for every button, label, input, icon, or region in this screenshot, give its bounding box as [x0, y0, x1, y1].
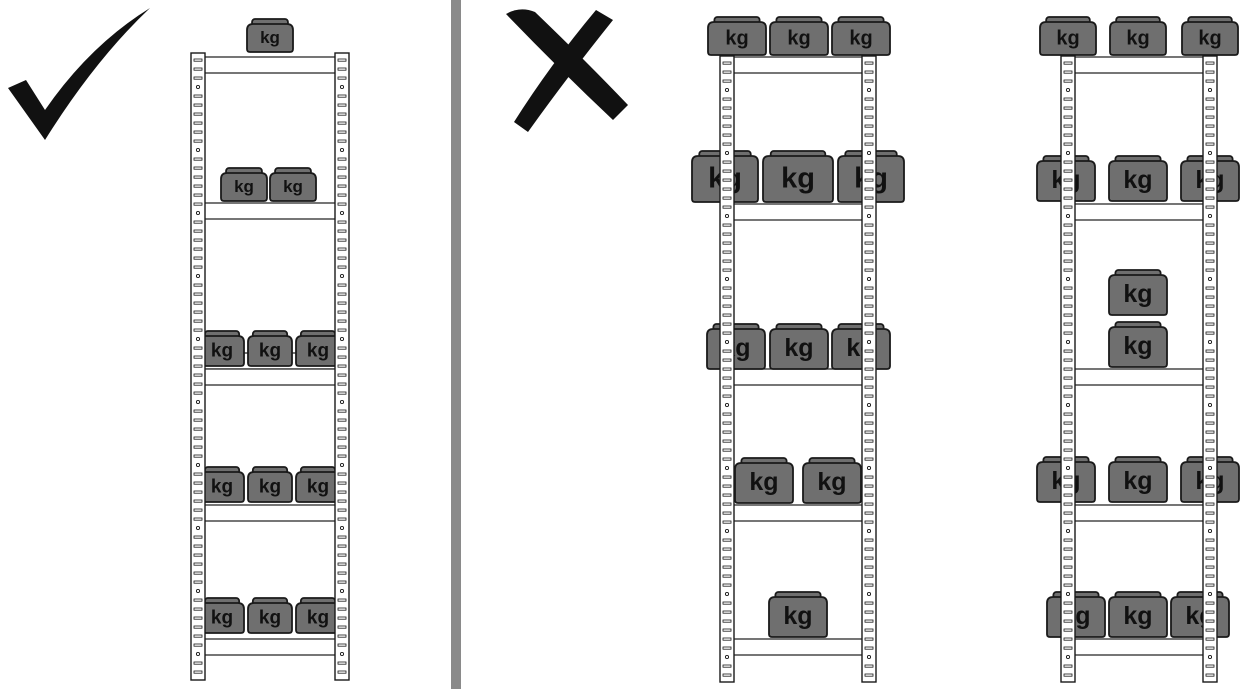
kg-weight: kg: [221, 168, 267, 201]
kg-weight: kg: [1109, 156, 1167, 201]
kg-weight: kg: [296, 598, 340, 633]
kg-weight: kg: [200, 331, 244, 366]
kg-weight: kg: [832, 324, 890, 369]
kg-weight: kg: [1182, 17, 1238, 55]
kg-weight: kg: [769, 592, 827, 637]
kg-weight: kg: [770, 17, 828, 55]
kg-weight: kg: [770, 324, 828, 369]
upright-frame: [1203, 56, 1217, 682]
front-uprights: [191, 53, 1217, 682]
kg-weight: kg: [832, 17, 890, 55]
weight-label: kg: [1198, 27, 1221, 49]
upright-post: [720, 56, 734, 682]
weight-label: kg: [1056, 27, 1079, 49]
weight-label: kg: [781, 162, 815, 194]
shelf-board: [727, 204, 869, 220]
upright-post: [1203, 56, 1217, 682]
shelf-board: [198, 203, 342, 219]
shelf-board: [1068, 369, 1210, 385]
upright-post: [862, 56, 876, 682]
weight-label: kg: [849, 27, 872, 49]
upright-post: [191, 53, 205, 680]
kg-weight: kg: [1109, 270, 1167, 315]
upright-frame: [1061, 56, 1075, 682]
weight-label: kg: [1126, 27, 1149, 49]
kg-weight: kg: [1171, 592, 1229, 637]
cross-icon: [506, 9, 628, 132]
weight-label: kg: [749, 468, 778, 496]
kg-weight: kg: [708, 17, 766, 55]
weight-label: kg: [259, 607, 281, 628]
shelf-board: [727, 57, 869, 73]
upright-frame: [862, 56, 876, 682]
weight-label: kg: [817, 468, 846, 496]
panel-divider: [451, 0, 461, 689]
kg-weight: kg: [1109, 592, 1167, 637]
kg-weight: kg: [270, 168, 316, 201]
weight-label: kg: [211, 340, 233, 361]
check-icon: [8, 8, 150, 140]
weight-label: kg: [307, 607, 329, 628]
upright-frame: [335, 53, 349, 680]
weight-label: kg: [211, 607, 233, 628]
weight-label: kg: [1123, 332, 1152, 360]
upright-frame: [191, 53, 205, 680]
kg-weight: kg: [1110, 17, 1166, 55]
weight-label: kg: [1123, 602, 1152, 630]
weight-label: kg: [259, 340, 281, 361]
shelf-board: [198, 505, 342, 521]
weight-label: kg: [260, 28, 280, 47]
weight-label: kg: [787, 27, 810, 49]
shelf-board: [198, 639, 342, 655]
weight-label: kg: [1123, 166, 1152, 194]
upright-frame: [720, 56, 734, 682]
kg-weight: kg: [707, 324, 765, 369]
weight-label: kg: [283, 177, 303, 196]
kg-weight: kg: [248, 331, 292, 366]
shelf-board: [1068, 639, 1210, 655]
kg-weight: kg: [200, 467, 244, 502]
kg-weight: kg: [735, 458, 793, 503]
shelf-board: [727, 639, 869, 655]
kg-weight: kg: [248, 598, 292, 633]
kg-weight: kg: [763, 151, 833, 202]
kg-weight: kg: [1047, 592, 1105, 637]
weight-label: kg: [1123, 467, 1152, 495]
shelf-board: [198, 369, 342, 385]
weight-label: kg: [234, 177, 254, 196]
weight-label: kg: [211, 476, 233, 497]
kg-weight: kg: [296, 467, 340, 502]
weight-label: kg: [783, 602, 812, 630]
shelf-board: [1068, 204, 1210, 220]
kg-weight: kg: [200, 598, 244, 633]
upright-post: [335, 53, 349, 680]
kg-weight: kg: [247, 19, 293, 52]
weight-label: kg: [725, 27, 748, 49]
weight-label: kg: [307, 340, 329, 361]
upright-post: [1061, 56, 1075, 682]
kg-weight: kg: [1040, 17, 1096, 55]
kg-weight: kg: [803, 458, 861, 503]
weight-label: kg: [259, 476, 281, 497]
kg-weight: kg: [248, 467, 292, 502]
shelf-board: [727, 369, 869, 385]
shelf-board: [727, 505, 869, 521]
shelf-board: [1068, 505, 1210, 521]
kg-weight: kg: [1109, 322, 1167, 367]
weight-label: kg: [307, 476, 329, 497]
kg-weight: kg: [1109, 457, 1167, 502]
shelf-board: [1068, 57, 1210, 73]
kg-weight: kg: [296, 331, 340, 366]
weight-label: kg: [784, 334, 813, 362]
shelf-board: [198, 57, 342, 73]
shelving-units: [198, 57, 1210, 655]
weight-label: kg: [1123, 280, 1152, 308]
